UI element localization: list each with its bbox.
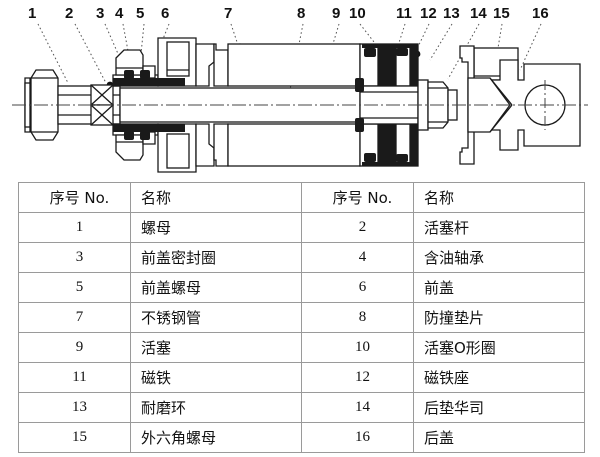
cell-name: 磁铁座	[413, 362, 585, 393]
cell-name: 不锈钢管	[130, 302, 302, 333]
cell-no: 7	[18, 302, 131, 333]
table-body: 1 螺母 2 活塞杆 3 前盖密封圈 4 含油轴承 5 前盖螺母 6 前盖 7 …	[18, 212, 585, 453]
cell-name: 活塞O形圈	[413, 332, 585, 363]
cell-name: 活塞	[130, 332, 302, 363]
cell-name: 螺母	[130, 212, 302, 243]
cell-name: 耐磨环	[130, 392, 302, 423]
cell-no: 13	[18, 392, 131, 423]
cell-no: 15	[18, 422, 131, 453]
cell-no: 1	[18, 212, 131, 243]
callout-15: 15	[493, 5, 510, 22]
header-no-left-text: 序号 No.	[49, 189, 110, 207]
cell-name: 后垫华司	[413, 392, 585, 423]
cell-name: 含油轴承	[413, 242, 585, 273]
callout-5: 5	[136, 5, 145, 22]
callout-9: 9	[332, 5, 341, 22]
callout-8: 8	[297, 5, 306, 22]
callout-4: 4	[115, 5, 124, 22]
cylinder-cross-section-drawing	[12, 23, 588, 173]
table-row: 11 磁铁 12 磁铁座	[18, 362, 585, 393]
callout-12: 12	[420, 5, 437, 22]
header-no-left: 序号 No.	[18, 182, 131, 213]
cell-name: 前盖	[413, 272, 585, 303]
cell-name: 前盖螺母	[130, 272, 302, 303]
cell-no: 14	[301, 392, 414, 423]
table-row: 1 螺母 2 活塞杆	[18, 212, 585, 243]
cell-no: 16	[301, 422, 414, 453]
header-no-right-text: 序号 No.	[332, 189, 393, 207]
table-row: 3 前盖密封圈 4 含油轴承	[18, 242, 585, 273]
cell-name: 防撞垫片	[413, 302, 585, 333]
cell-no: 5	[18, 272, 131, 303]
table-row: 7 不锈钢管 8 防撞垫片	[18, 302, 585, 333]
callout-14: 14	[470, 5, 487, 22]
table-header-row: 序号 No. 名称 序号 No. 名称	[18, 182, 585, 213]
cell-no: 3	[18, 242, 131, 273]
parts-list-table: 序号 No. 名称 序号 No. 名称 1 螺母 2 活塞杆 3 前盖密封圈 4…	[18, 182, 585, 453]
cell-no: 9	[18, 332, 131, 363]
header-name-right-text: 名称	[424, 189, 455, 207]
cell-name: 前盖密封圈	[130, 242, 302, 273]
cell-no: 10	[301, 332, 414, 363]
cell-name: 活塞杆	[413, 212, 585, 243]
cell-name: 外六角螺母	[130, 422, 302, 453]
callout-7: 7	[224, 5, 233, 22]
callout-6: 6	[161, 5, 170, 22]
header-name-left: 名称	[130, 182, 302, 213]
callout-16: 16	[532, 5, 549, 22]
callout-1: 1	[28, 5, 37, 22]
cell-no: 6	[301, 272, 414, 303]
seal-parts-solid	[113, 44, 418, 166]
table-row: 13 耐磨环 14 后垫华司	[18, 392, 585, 423]
parts-list-table-container: 序号 No. 名称 序号 No. 名称 1 螺母 2 活塞杆 3 前盖密封圈 4…	[18, 182, 585, 453]
callout-10: 10	[349, 5, 366, 22]
callout-13: 13	[443, 5, 460, 22]
header-no-right: 序号 No.	[301, 182, 414, 213]
header-name-left-text: 名称	[141, 189, 172, 207]
callout-3: 3	[96, 5, 105, 22]
table-row: 15 外六角螺母 16 后盖	[18, 422, 585, 453]
cell-name: 磁铁	[130, 362, 302, 393]
leader-lines	[37, 23, 542, 111]
callout-11: 11	[396, 5, 412, 22]
header-name-right: 名称	[413, 182, 585, 213]
table-row: 9 活塞 10 活塞O形圈	[18, 332, 585, 363]
cylinder-diagram: 1 2 3 4 5 6 7 8 9 10 11 12 13 14 15 16	[0, 0, 600, 178]
cell-name: 后盖	[413, 422, 585, 453]
table-row: 5 前盖螺母 6 前盖	[18, 272, 585, 303]
cell-no: 2	[301, 212, 414, 243]
cell-no: 8	[301, 302, 414, 333]
callout-2: 2	[65, 5, 74, 22]
cell-no: 11	[18, 362, 131, 393]
cell-no: 4	[301, 242, 414, 273]
cell-no: 12	[301, 362, 414, 393]
